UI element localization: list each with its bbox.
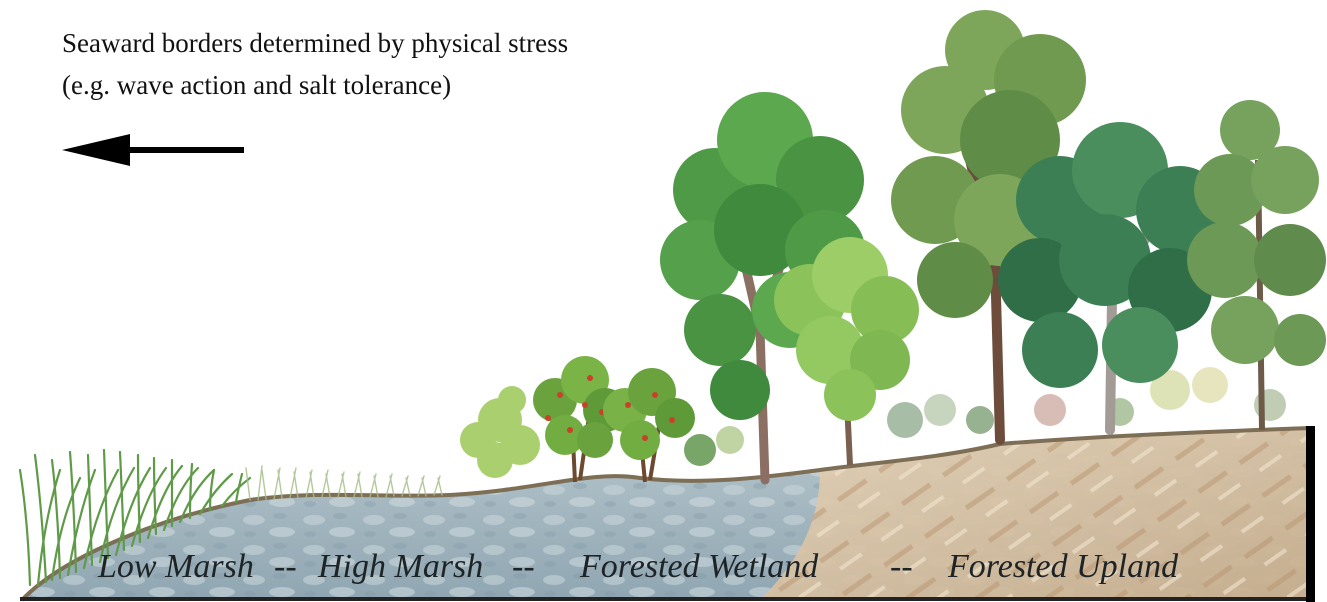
zone-separator-3: --	[890, 548, 913, 586]
upland-wall	[1306, 426, 1315, 602]
shrub-berry-2	[603, 368, 695, 482]
zone-label-high-marsh: High Marsh	[318, 548, 483, 586]
zone-label-forested-upland: Forested Upland	[948, 548, 1178, 586]
zone-label-forested-wetland: Forested Wetland	[580, 548, 818, 586]
zone-separator-1: --	[274, 548, 297, 586]
shrub-pale	[460, 386, 540, 478]
upland-tree-dark	[998, 122, 1224, 430]
zone-label-low-marsh: Low Marsh	[98, 548, 254, 586]
zone-separator-2: --	[512, 548, 535, 586]
bottom-line	[20, 597, 1314, 601]
